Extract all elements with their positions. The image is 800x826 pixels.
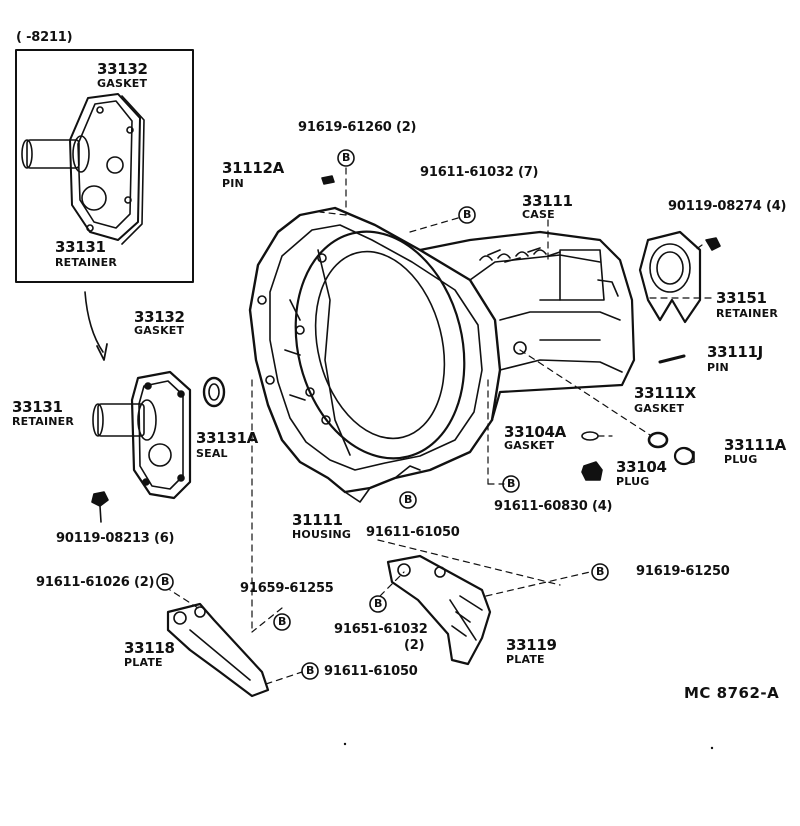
part-number-33118: 33118	[124, 639, 175, 657]
plug-33111A	[673, 446, 695, 466]
part-name-33111J: PIN	[707, 361, 729, 374]
bolt-label-91611-61050: 91611-61050	[366, 525, 460, 540]
part-number-33104A: 33104A	[504, 423, 566, 441]
rear-retainer-drawing	[638, 230, 702, 324]
inset-arrowhead	[96, 343, 108, 361]
bolt-marker-label: B	[507, 477, 516, 490]
bolt-markers	[156, 149, 609, 680]
part-name-31112A: PIN	[222, 177, 244, 190]
inset-retainer-name: RETAINER	[55, 256, 118, 269]
bolt-90119-08274	[705, 237, 721, 251]
bolt-marker-label: B	[404, 493, 413, 506]
drawing-code: MC 8762-A	[684, 684, 780, 702]
part-number-33111: 33111	[522, 192, 573, 210]
plate-33118-drawing	[166, 602, 270, 698]
part-name-31111: HOUSING	[292, 528, 352, 541]
part-name-33111: CASE	[522, 208, 555, 221]
bolt-label-91611-61050-lower: 91611-61050	[324, 664, 418, 679]
bolt-90119-08213	[91, 491, 109, 523]
retainer-drawing	[92, 370, 192, 500]
bolt-label-91611-61026: 91611-61026 (2)	[36, 575, 155, 590]
bolt-marker-label: B	[278, 615, 287, 628]
seal-drawing	[202, 376, 226, 408]
inset-leader	[84, 291, 104, 353]
bolt-label-90119-08274: 90119-08274 (4)	[668, 199, 787, 214]
plug-33104	[581, 461, 603, 481]
part-name-33111A: PLUG	[724, 453, 758, 466]
inset-frame	[15, 49, 194, 283]
case-drawing	[418, 230, 636, 422]
part-name-33111X: GASKET	[634, 402, 685, 415]
inset-retainer-drawing	[21, 93, 145, 245]
part-name-33131A: SEAL	[196, 447, 228, 460]
bolt-label-91611-61032: 91611-61032 (7)	[420, 165, 539, 180]
specks	[343, 742, 714, 750]
part-name-33151: RETAINER	[716, 307, 779, 320]
inset-retainer-number: 33131	[55, 238, 106, 256]
part-number-33151: 33151	[716, 289, 767, 307]
bolt-label-91619-61260: 91619-61260 (2)	[298, 120, 417, 135]
bolt-label-90119-08213: 90119-08213 (6)	[56, 531, 175, 546]
bolt-marker-label: B	[463, 208, 472, 221]
part-number-33131A: 33131A	[196, 429, 258, 447]
part-name-33104: PLUG	[616, 475, 650, 488]
part-name-33118: PLATE	[124, 656, 163, 669]
gasket-33104A	[581, 431, 599, 441]
part-number-31111: 31111	[292, 511, 343, 529]
bolt-marker-label: B	[342, 151, 351, 164]
bolt-marker-label: B	[374, 597, 383, 610]
part-name-33131: RETAINER	[12, 415, 75, 428]
plate-33119-drawing	[386, 554, 492, 666]
leader-lines	[169, 167, 713, 685]
part-number-33104: 33104	[616, 458, 667, 476]
bolt-label-91651-61032: 91651-61032	[334, 622, 428, 637]
pin-33111J	[658, 354, 686, 364]
bolt-marker-label: B	[306, 664, 315, 677]
bolt-label-91619-61250: 91619-61250	[636, 564, 730, 579]
inset-gasket-number: 33132	[97, 60, 148, 78]
part-name-33132: GASKET	[134, 324, 185, 337]
bolt-marker-label: B	[161, 575, 170, 588]
part-number-33132: 33132	[134, 308, 185, 326]
bolt-label-91659-61255: 91659-61255	[240, 581, 334, 596]
part-number-31112A: 31112A	[222, 159, 284, 177]
gasket-33111X	[647, 431, 669, 449]
bolt-label-91651-61032-qty: (2)	[404, 638, 425, 653]
part-number-33111X: 33111X	[634, 384, 696, 402]
housing-drawing	[248, 206, 502, 503]
part-name-33119: PLATE	[506, 653, 545, 666]
inset-range-label: ( -8211)	[16, 30, 73, 45]
part-number-33131: 33131	[12, 398, 63, 416]
inset-gasket-name: GASKET	[97, 77, 148, 90]
bolt-marker-label: B	[596, 565, 605, 578]
part-number-33119: 33119	[506, 636, 557, 654]
part-name-33104A: GASKET	[504, 439, 555, 452]
part-number-33111A: 33111A	[724, 436, 786, 454]
part-number-33111J: 33111J	[707, 343, 763, 361]
bolt-label-91611-60830: 91611-60830 (4)	[494, 499, 613, 514]
pin-31112A	[321, 175, 335, 185]
